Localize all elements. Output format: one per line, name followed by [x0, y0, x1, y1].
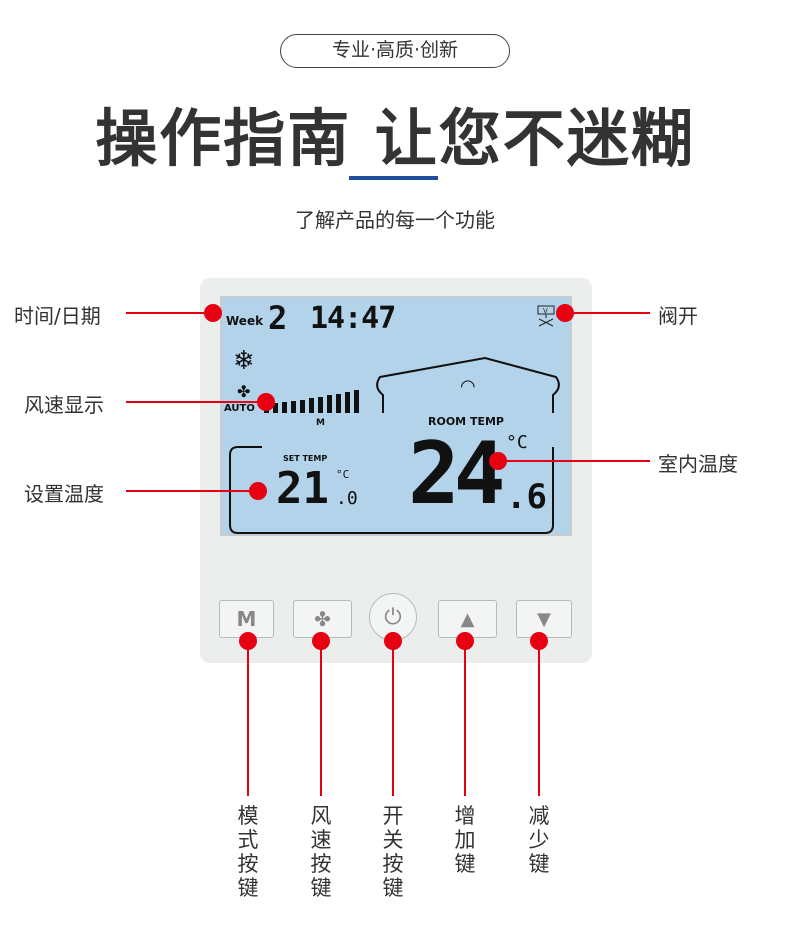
wifi-icon: ◠	[460, 376, 476, 397]
room-temp-integer: 24	[408, 424, 506, 524]
callout-line	[320, 641, 322, 796]
set-temp-integer: 21	[276, 463, 329, 514]
power-icon: ⏻	[384, 604, 402, 630]
room-temp-decimal: .6	[506, 477, 547, 517]
callout-dot	[530, 632, 548, 650]
power-button[interactable]: ⏻	[369, 593, 417, 641]
callout-line	[464, 641, 466, 796]
fan-icon: ✤	[314, 607, 331, 631]
callout-dot	[489, 452, 507, 470]
callout-room-temp: 室内温度	[658, 452, 738, 476]
fan-button-label: 风速按键	[310, 804, 332, 900]
lcd-screen	[220, 296, 572, 536]
up-button[interactable]: ▲	[438, 600, 497, 638]
clock-time: 14:47	[310, 301, 396, 336]
triangle-down-icon: ▼	[537, 608, 551, 630]
callout-dot	[456, 632, 474, 650]
tagline-pill: 专业·高质·创新	[280, 34, 510, 68]
room-temp-label: ROOM TEMP	[428, 415, 504, 428]
power-button-label: 开关按键	[382, 804, 404, 900]
valve-icon: V	[537, 305, 555, 327]
callout-line	[538, 641, 540, 796]
callout-fan-speed: 风速显示	[24, 393, 104, 417]
callout-set-temp: 设置温度	[24, 482, 104, 506]
set-temp-unit: °C	[336, 468, 350, 481]
callout-valve-open: 阀开	[658, 304, 698, 328]
mode-button[interactable]: M	[219, 600, 274, 638]
svg-text:V: V	[543, 307, 548, 315]
callout-line	[126, 312, 214, 314]
callout-dot	[204, 304, 222, 322]
page-title: 操作指南 让您不迷糊	[95, 102, 695, 175]
lcd-outlines	[229, 356, 560, 534]
down-button[interactable]: ▼	[516, 600, 572, 638]
page-subtitle: 了解产品的每一个功能	[295, 208, 495, 232]
callout-line	[126, 401, 258, 403]
set-temp-decimal: .0	[336, 488, 358, 509]
callout-dot	[384, 632, 402, 650]
triangle-up-icon: ▲	[460, 608, 475, 630]
snowflake-icon: ❄	[233, 346, 255, 376]
mode-button-label: 模式按键	[237, 804, 259, 900]
callout-line	[126, 490, 258, 492]
up-button-label: 增加键	[454, 804, 476, 876]
fan-icon: ✤	[237, 382, 251, 401]
callout-line	[247, 641, 249, 796]
fan-auto-label: AUTO	[224, 403, 255, 414]
callout-time-date: 时间/日期	[14, 304, 101, 328]
callout-line	[565, 312, 650, 314]
callout-dot	[312, 632, 330, 650]
callout-dot	[257, 393, 275, 411]
room-temp-unit: °C	[506, 432, 528, 453]
title-underline	[349, 176, 438, 180]
week-label: Week	[226, 314, 264, 328]
callout-line	[498, 460, 650, 462]
down-button-label: 减少键	[528, 804, 550, 876]
callout-dot	[239, 632, 257, 650]
callout-dot	[249, 482, 267, 500]
set-temp-label: SET TEMP	[283, 454, 328, 463]
fan-speed-mode: M	[316, 418, 325, 428]
callout-line	[392, 641, 394, 796]
week-value: 2	[268, 299, 288, 337]
callout-dot	[556, 304, 574, 322]
